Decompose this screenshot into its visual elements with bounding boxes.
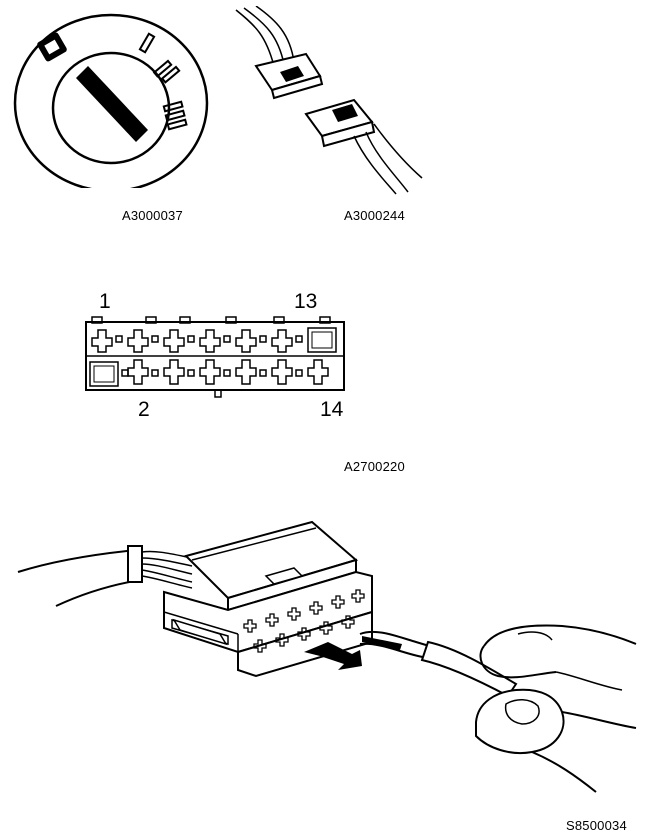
ignition-switch-drawing <box>13 13 209 188</box>
pin-label-13: 13 <box>294 290 318 313</box>
terminal-release-caption: S8500034 <box>566 818 627 833</box>
ignition-switch-figure <box>8 8 218 188</box>
terminal-release-drawing <box>17 520 637 793</box>
connector-separation-figure <box>226 6 436 196</box>
ignition-switch-caption: A3000037 <box>122 208 183 223</box>
connector-separation-caption: A3000244 <box>344 208 405 223</box>
pin-label-14: 14 <box>320 398 344 421</box>
connector-pinout-figure <box>84 316 346 400</box>
connector-separation-drawing <box>235 6 423 195</box>
connector-pinout-caption: A2700220 <box>344 459 405 474</box>
pin-label-1: 1 <box>99 290 111 313</box>
connector-pinout-drawing <box>85 316 345 398</box>
terminal-release-figure <box>16 516 652 800</box>
pin-label-2: 2 <box>138 398 150 421</box>
